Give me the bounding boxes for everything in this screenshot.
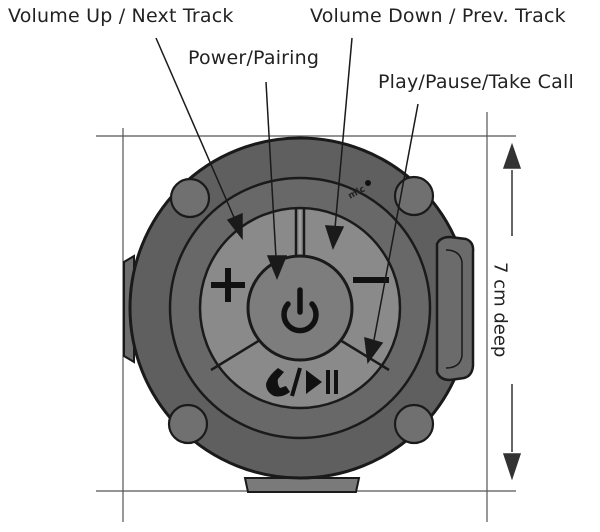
plus-icon xyxy=(211,268,245,302)
callout-arrows xyxy=(155,37,419,364)
depth-dimension-arrow xyxy=(502,142,522,481)
power-icon xyxy=(281,287,319,334)
depth-label: 7 cm deep xyxy=(489,262,511,358)
mic-hole xyxy=(365,180,371,186)
bottom-tab xyxy=(243,477,361,493)
power-label: Power/Pairing xyxy=(188,47,320,69)
phone-play-pause-icon xyxy=(266,367,338,397)
play-pause-label: Play/Pause/Take Call xyxy=(378,71,574,93)
button-dividers xyxy=(210,208,390,372)
corner-bosses xyxy=(167,175,435,445)
volume-down-label: Volume Down / Prev. Track xyxy=(310,5,566,27)
volume-up-label: Volume Up / Next Track xyxy=(8,5,234,27)
right-clip[interactable] xyxy=(435,235,475,382)
